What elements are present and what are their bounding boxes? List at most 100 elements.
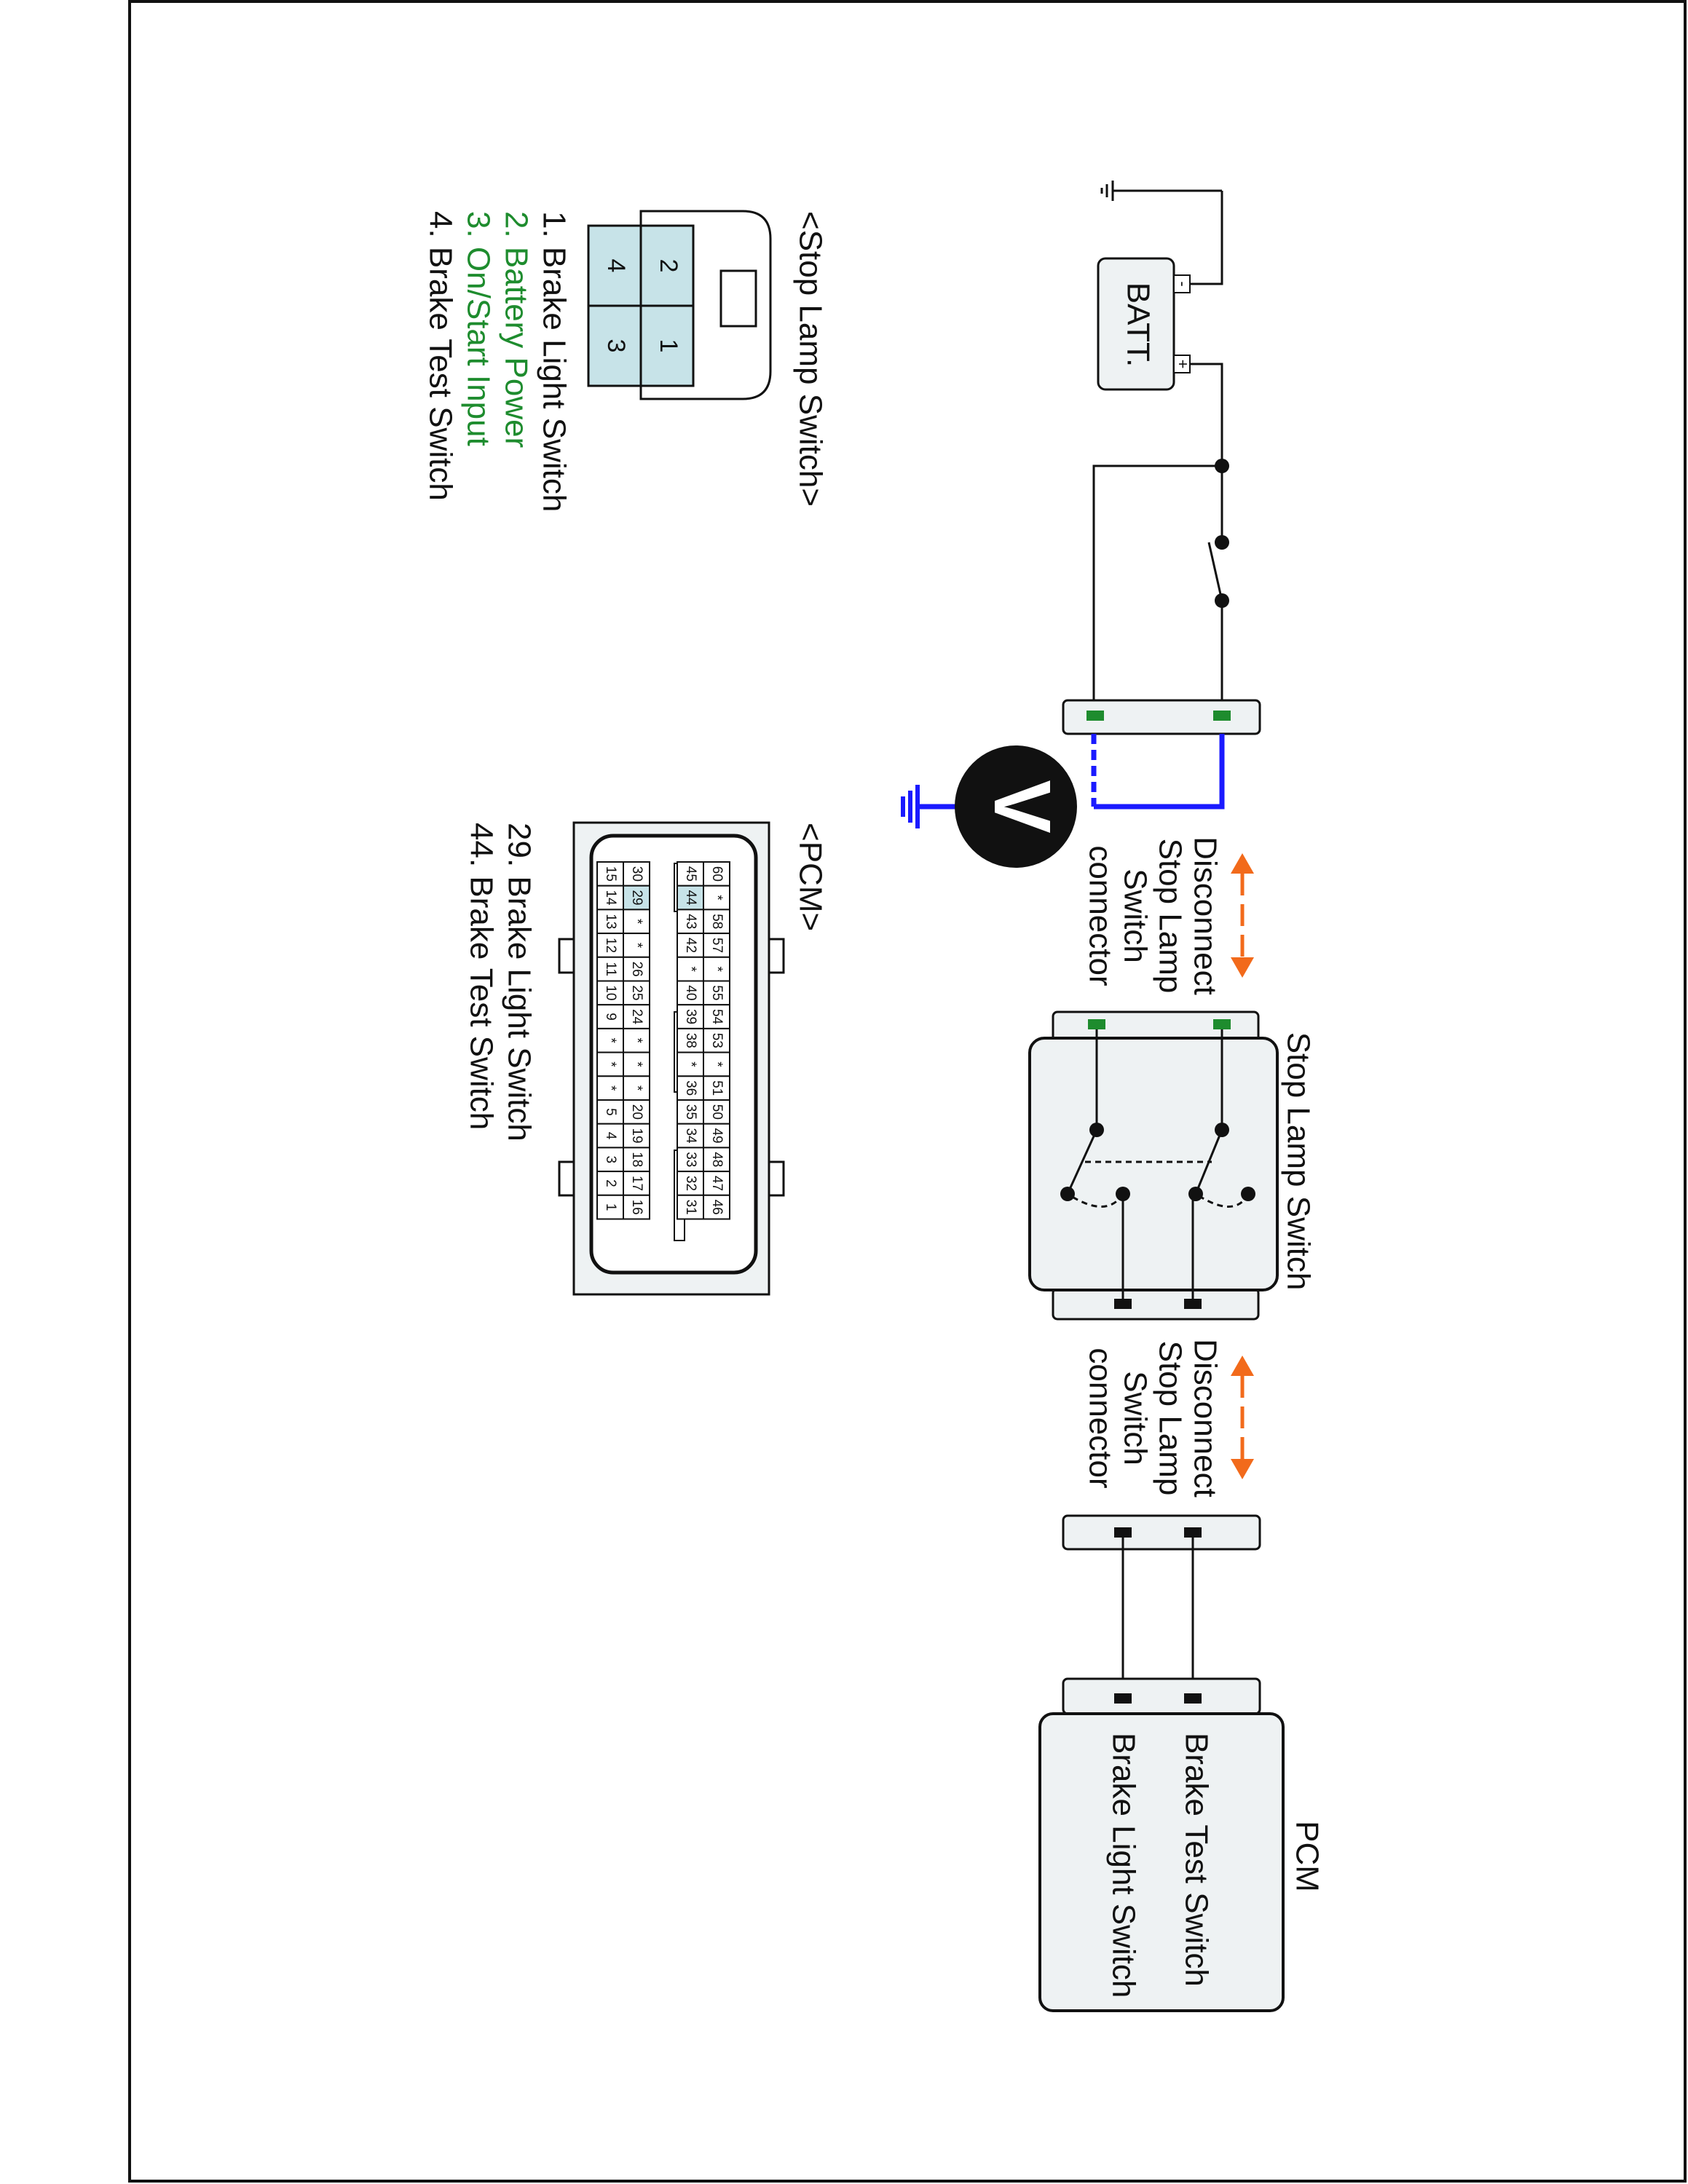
pcm-pin-label: 53 [709, 1033, 725, 1048]
harness-connector-bottom [1062, 1514, 1261, 1551]
pcm-pin-label: 45 [683, 866, 698, 882]
stop-lamp-connector: 2 1 4 3 [587, 210, 772, 400]
pcm-pin-label: 14 [603, 890, 618, 906]
pcm-pin-label: 48 [709, 1152, 725, 1167]
terminal-black-harness-left [1114, 1527, 1132, 1538]
pcm-pin-label: * [603, 1038, 618, 1044]
pcm-pin-label: 5 [603, 1108, 618, 1116]
pcm-pin-label: 46 [709, 1200, 725, 1215]
terminal-green-left [1086, 711, 1104, 721]
pcm-pin-cell [596, 980, 624, 1006]
pcm-connector-title: <PCM> [792, 823, 828, 931]
pcm-pin-label: 18 [629, 1152, 644, 1167]
pcm-pin-label: * [629, 1061, 644, 1067]
pcm-pin-label: 11 [603, 962, 618, 976]
svg-text:Stop Lamp: Stop Lamp [1152, 1341, 1188, 1496]
pcm-label: PCM [1289, 1821, 1325, 1892]
pcm-pin-label: 54 [709, 1009, 725, 1025]
pcm-connector-legend: 29. Brake Light Switch 44. Brake Test Sw… [463, 823, 537, 1142]
pcm-pin-cell [677, 861, 704, 887]
pcm-pin-cell [703, 1075, 730, 1101]
pcm-pin-cell [703, 933, 730, 958]
pcm-pin-label: 31 [683, 1200, 698, 1215]
stop-lamp-connector-legend: 1. Brake Light Switch 2. Battery Power 3… [422, 211, 572, 512]
pcm-pin-label: 40 [683, 985, 698, 1000]
pcm-pin-cell [703, 956, 730, 982]
terminal-green-right [1213, 711, 1231, 721]
pcm-pin-label: * [709, 966, 725, 972]
voltmeter-leads [918, 734, 1225, 810]
pcm-pin-cell [623, 1194, 650, 1220]
pcm-pin-label: 20 [629, 1104, 644, 1120]
pcm-pin-label: * [709, 1061, 725, 1067]
pcm-pin-label: * [683, 966, 698, 972]
pin-1 [639, 304, 695, 387]
svg-text:Switch: Switch [1117, 1371, 1153, 1465]
pcm-pin-cell [677, 1147, 704, 1173]
pcm-pin-grid: 60*5857*555453*51504948474645444342*4039… [596, 861, 730, 1220]
pin-4 [587, 224, 642, 307]
pcm-pin-label: 50 [709, 1104, 725, 1120]
pcm-pin-cell [677, 1075, 704, 1101]
pcm-pin-label: 36 [683, 1080, 698, 1096]
pcm-pin-cell [623, 885, 650, 911]
pcm-pin-cell [703, 1147, 730, 1173]
terminal-green-switch-left [1088, 1019, 1105, 1029]
pcm-pin-label: 34 [683, 1128, 698, 1144]
disconnect-label-bottom: Disconnect Stop Lamp Switch connector [1082, 1339, 1223, 1497]
pcm-pin-label: 58 [709, 914, 725, 929]
pcm-pin-cell [623, 1051, 650, 1077]
pcm-pin-label: 9 [603, 1013, 618, 1021]
battery-plus-sign: + [1174, 360, 1192, 369]
pcm-pin-cell [677, 933, 704, 958]
pcm-pin-label: 43 [683, 914, 698, 929]
pcm-pin-cell [677, 1194, 704, 1220]
ground-symbol-voltmeter [901, 785, 920, 828]
pcm-pin-label: 4 [603, 1132, 618, 1140]
pin-3 [587, 304, 642, 387]
svg-text:2: 2 [655, 259, 682, 273]
switch-dot-upper [1215, 535, 1229, 550]
pcm-pin-label: 42 [683, 938, 698, 953]
pcm-pin-label: 32 [683, 1176, 698, 1191]
pcm-pin-label: 49 [709, 1128, 725, 1143]
ground-symbol-battery [1100, 181, 1222, 201]
battery-label: BATT. [1120, 282, 1156, 368]
disconnect-arrow-top [1231, 853, 1254, 978]
pcm-pin-cell [677, 885, 704, 911]
svg-text:connector: connector [1082, 845, 1118, 986]
disconnect-arrow-bottom [1231, 1356, 1254, 1479]
pcm-pin-cell [703, 885, 730, 911]
svg-text:4: 4 [602, 259, 630, 273]
pcm-pin-cell [596, 1171, 624, 1196]
pcm-pin-label: 55 [709, 985, 725, 1000]
pcm-pin-cell [703, 1004, 730, 1029]
pcm-pin-cell [596, 1099, 624, 1125]
stop-lamp-switch: Stop Lamp Switch [1028, 1010, 1316, 1321]
terminal-green-switch-right [1213, 1019, 1231, 1029]
legend-pcm-44: 44. Brake Test Switch [463, 823, 499, 1130]
stop-lamp-connector-title: <Stop Lamp Switch> [792, 211, 828, 507]
pcm-pin-label: * [629, 1038, 644, 1044]
pcm-pin-label: 29 [629, 890, 644, 905]
svg-text:Disconnect: Disconnect [1187, 836, 1223, 995]
switch-dot-lower [1215, 593, 1229, 608]
svg-text:Stop Lamp: Stop Lamp [1152, 839, 1188, 994]
svg-text:3: 3 [602, 339, 630, 353]
legend-pin-2: 2. Battery Power [498, 211, 534, 448]
terminal-black-switch-right [1184, 1299, 1202, 1309]
pcm-pin-cell [623, 861, 650, 887]
pcm-pin-cell [596, 1027, 624, 1053]
pcm-input-brake-test: Brake Test Switch [1178, 1733, 1214, 1987]
pcm-pin-label: 3 [603, 1155, 618, 1163]
battery-wires [1092, 191, 1223, 713]
pcm-pin-label: 15 [603, 866, 618, 882]
svg-text:Disconnect: Disconnect [1187, 1339, 1223, 1497]
pcm-pin-label: 44 [683, 890, 698, 906]
pcm-pin-cell [596, 1004, 624, 1029]
pcm-pin-label: 35 [683, 1104, 698, 1120]
pcm-pin-cell [677, 1123, 704, 1149]
pcm-pin-cell [596, 1194, 624, 1220]
pcm-pin-label: 30 [629, 866, 644, 882]
pcm-pin-label: 10 [603, 985, 618, 1000]
